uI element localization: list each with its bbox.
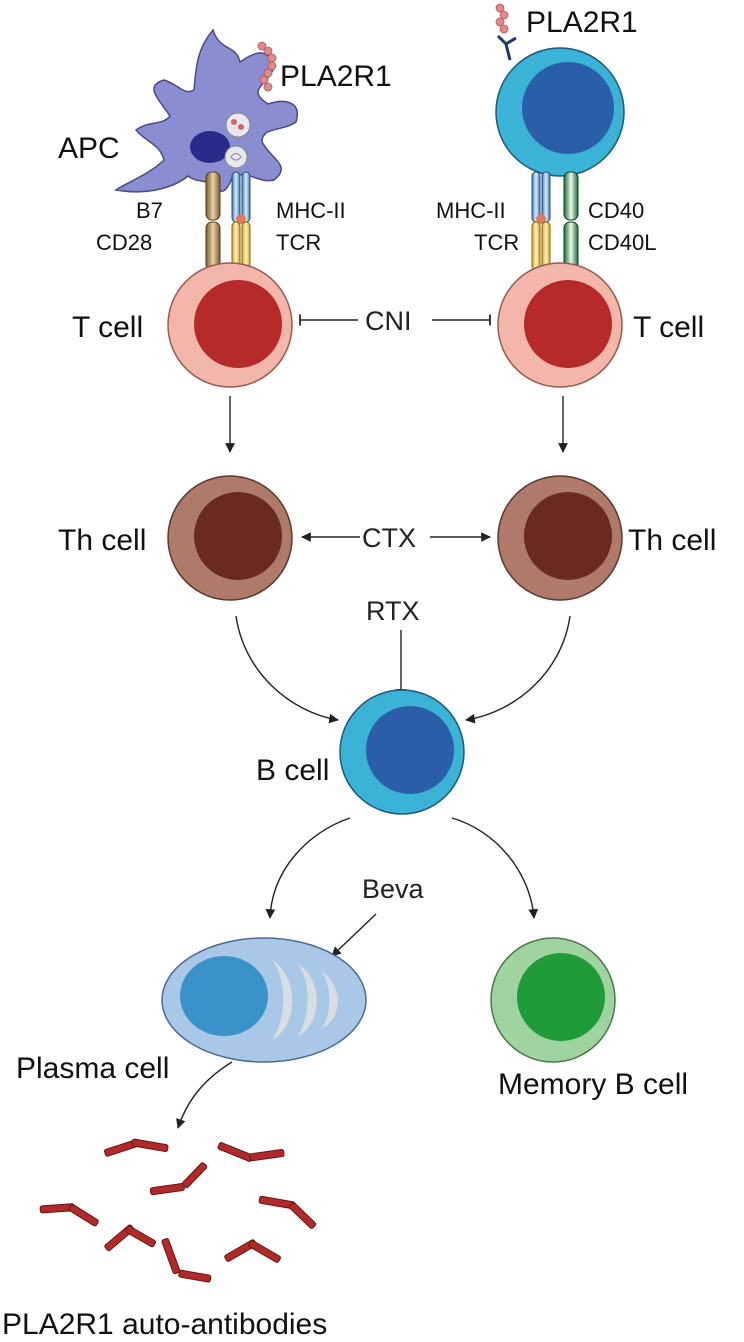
antibody — [104, 1138, 169, 1157]
mhc-ii-label-right: MHC-II — [436, 198, 506, 223]
tcr-label-left: TCR — [276, 230, 321, 255]
apc-cell — [114, 28, 299, 193]
th-cell-left — [167, 475, 293, 601]
b7-label: B7 — [136, 198, 163, 223]
t-cell-left — [167, 262, 293, 388]
presenting-b-cell — [495, 47, 625, 177]
cd40l-label: CD40L — [588, 230, 656, 255]
arrow-th-to-b-left — [235, 615, 339, 724]
t-cell-right — [497, 262, 623, 388]
cni-label: CNI — [365, 306, 412, 336]
cd40-cd40l-receptor — [563, 171, 579, 271]
arrow-b-to-memory — [451, 817, 539, 919]
t-cell-label-right: T cell — [633, 311, 704, 344]
t-cell-label-left: T cell — [72, 311, 143, 344]
apc-vesicle — [224, 145, 248, 169]
arrow-b-to-plasma — [265, 817, 351, 919]
th-cell-label-left: Th cell — [58, 524, 146, 557]
plasma-cell-label: Plasma cell — [16, 1052, 169, 1085]
mhc-ii-tcr-left — [231, 171, 251, 271]
pla2r1-antigen-left — [257, 41, 277, 92]
arrow-plasma-to-antibodies — [176, 1061, 233, 1129]
th-cell-label-right: Th cell — [628, 524, 716, 557]
b-cell — [339, 689, 465, 815]
b-cell-label: B cell — [256, 754, 329, 787]
ctx-label: CTX — [362, 523, 416, 553]
pla2r1-label-left: PLA2R1 — [280, 60, 392, 93]
plasma-cell — [161, 937, 367, 1063]
antibody — [149, 1162, 208, 1196]
rtx-label: RTX — [366, 596, 420, 626]
th-cell-right — [497, 475, 623, 601]
antibody — [258, 1195, 317, 1229]
bcr-receptor — [496, 34, 517, 61]
mhc-ii-label-left: MHC-II — [276, 198, 346, 223]
antibody — [161, 1238, 212, 1283]
cd40-label: CD40 — [588, 198, 644, 223]
beva-arrow — [331, 913, 377, 957]
arrow-th-to-b-right — [465, 615, 571, 724]
memory-b-cell-label: Memory B cell — [498, 1068, 688, 1101]
antibody — [224, 1239, 281, 1263]
auto-antibodies-label: PLA2R1 auto-antibodies — [2, 1308, 327, 1341]
antibody — [104, 1224, 156, 1252]
pla2r1-antigen-right — [495, 3, 509, 34]
apc-nucleus — [190, 131, 230, 163]
mhc-ii-tcr-right — [531, 171, 551, 271]
b7-cd28-receptor — [205, 171, 221, 271]
apc-label: APC — [58, 132, 120, 165]
cd28-label: CD28 — [96, 230, 152, 255]
antibody — [39, 1203, 99, 1227]
memory-b-cell — [490, 937, 616, 1063]
tcr-label-right: TCR — [474, 230, 519, 255]
antibody — [217, 1142, 285, 1162]
beva-label: Beva — [362, 874, 425, 904]
apc-vesicle — [225, 112, 251, 138]
auto-antibodies — [39, 1138, 317, 1283]
pla2r1-label-right: PLA2R1 — [526, 6, 638, 39]
